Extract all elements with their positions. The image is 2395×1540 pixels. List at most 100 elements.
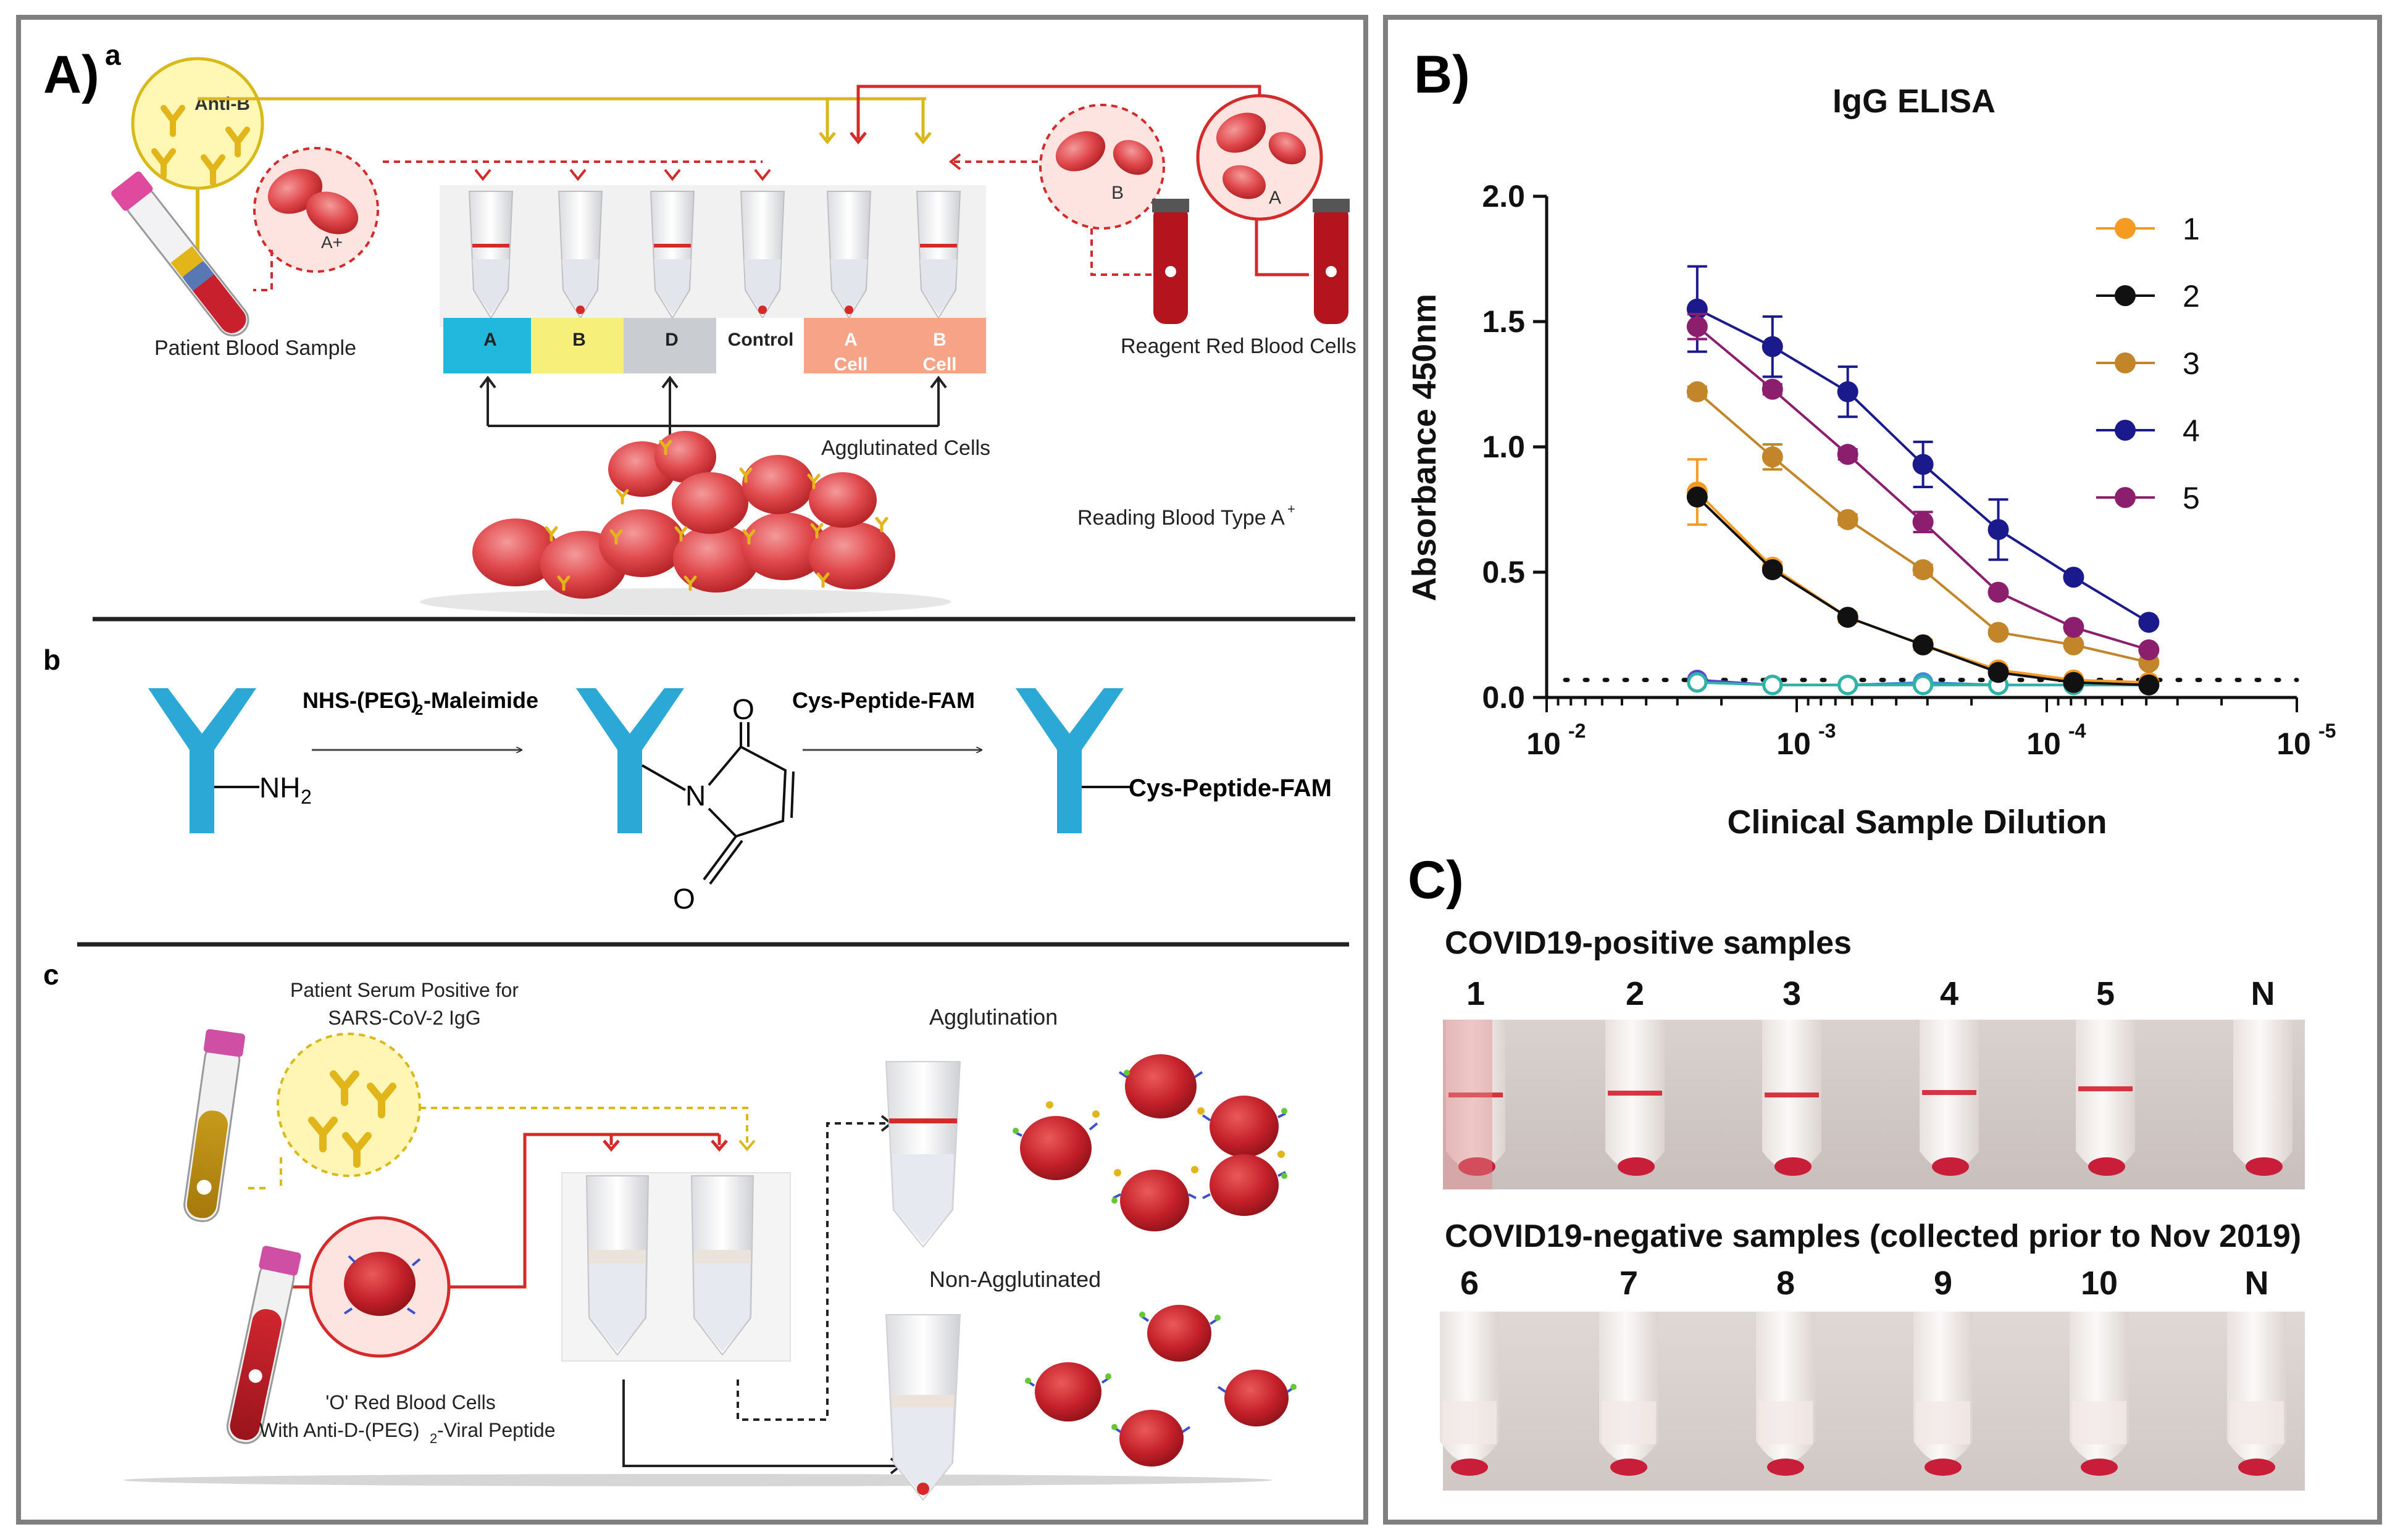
non-agglutinated-cells-c: [1025, 1305, 1297, 1467]
cell-pellet: [1925, 1459, 1962, 1476]
reagent-a-circle: A: [1196, 94, 1323, 277]
data-point-4: [1837, 381, 1858, 402]
o-cells-label-line2: With Anti-D-(PEG): [259, 1419, 420, 1441]
reagent1-suffix: -Maleimide: [424, 688, 538, 713]
reagent2-label: Cys-Peptide-FAM: [792, 688, 975, 713]
negative-data-point: [1762, 675, 1783, 696]
negative-samples-title: COVID19-negative samples (collected prio…: [1445, 1218, 2301, 1254]
mid-tube-1: [585, 1175, 650, 1356]
negative-data-point: [1837, 675, 1858, 696]
tube-b: [558, 191, 603, 319]
data-point-3: [1837, 509, 1858, 530]
reading-label: Reading Blood Type A: [1077, 506, 1285, 530]
antibody-icon: [308, 1070, 396, 1168]
negative-sample-number: N: [2245, 1265, 2269, 1302]
data-point-5: [1837, 444, 1858, 465]
legend-marker: [2115, 487, 2136, 508]
panel-b-small-letter: b: [43, 644, 61, 676]
positive-sample-tube: [2233, 1020, 2293, 1172]
agglutination-band: [1608, 1091, 1662, 1096]
panel-c-small-letter: c: [43, 959, 59, 991]
mid-tube-2: [690, 1175, 754, 1356]
cell-pellet: [2246, 1157, 2283, 1176]
panel-c-letter: C): [1408, 851, 1464, 910]
reagent1-subscript: 2: [415, 702, 423, 718]
right-panel-frame: [1383, 15, 2382, 1525]
a-plus-label: A+: [321, 233, 343, 252]
legend-label: 4: [2183, 414, 2200, 448]
y-tick-label: 1.0: [1482, 430, 1525, 464]
x-tick-label-exponent: -3: [1818, 720, 1836, 742]
tube-d: [650, 191, 695, 319]
data-point-5: [1987, 581, 2009, 603]
agglutinated-cells-c: [1013, 1054, 1287, 1231]
serum-layer: [1602, 1401, 1656, 1444]
negative-data-point: [1913, 675, 1934, 696]
legend-label: 1: [2183, 212, 2200, 246]
negative-sample-number: 10: [2081, 1265, 2118, 1302]
o-atom-label-1: O: [732, 693, 754, 725]
agglutination-band: [2078, 1086, 2133, 1091]
positive-samples-title: COVID19-positive samples: [1445, 925, 1852, 961]
x-tick-label: 10: [1776, 726, 1811, 761]
tube-label-a-cell: A: [844, 330, 858, 350]
tube-label-b: B: [572, 330, 586, 350]
tube-a: [468, 191, 514, 319]
agglutination-band: [1922, 1090, 1976, 1095]
negative-sample-number: 7: [1620, 1265, 1638, 1302]
non-agglutinated-label: Non-Agglutinated: [929, 1267, 1101, 1292]
data-point-2: [1912, 634, 1934, 656]
positive-sample-number: 3: [1783, 975, 1801, 1012]
product-label: Cys-Peptide-FAM: [1129, 775, 1332, 802]
anti-b-circle: Anti-B: [131, 57, 264, 265]
x-tick-label: 10: [2026, 726, 2061, 761]
y-tick-label: 0.5: [1482, 555, 1525, 589]
cell-pellet: [1618, 1157, 1655, 1176]
cell-pellet: [2238, 1459, 2275, 1476]
data-point-2: [1837, 607, 1858, 628]
data-point-5: [1686, 316, 1708, 338]
tube-row: [468, 191, 961, 319]
positive-sample-number: 2: [1626, 975, 1644, 1012]
reading-label-superscript: +: [1287, 501, 1295, 517]
negative-sample-number: 6: [1460, 1265, 1479, 1302]
data-point-3: [2063, 634, 2084, 656]
negative-sample-number: 9: [1934, 1265, 1952, 1302]
o-cells-label-line1: 'O' Red Blood Cells: [325, 1391, 495, 1413]
x-tick-label: 10: [1526, 726, 1561, 761]
agglutination-band: [1448, 1093, 1503, 1097]
legend-label: 5: [2183, 481, 2200, 515]
photo-left-tint: [1443, 1020, 1492, 1189]
serum-label-line2: SARS-CoV-2 IgG: [328, 1007, 480, 1029]
panel-a-b: b NH 2 NHS-(PEG) 2 -Maleimide: [43, 644, 1332, 915]
tube-label-b-cell: B: [933, 330, 947, 350]
serum-layer: [1916, 1401, 1970, 1444]
negative-data-point: [1687, 672, 1708, 693]
positive-sample-number: 4: [1940, 975, 1958, 1012]
tube-label-strip: A B D Control A Cell B Cell: [443, 318, 986, 375]
data-point-5: [2063, 617, 2084, 638]
tube-label-b-cell-word: Cell: [922, 354, 956, 375]
data-point-4: [2063, 567, 2084, 588]
x-tick-label-exponent: -2: [1568, 720, 1586, 742]
positive-sample-tube: [1920, 1020, 1979, 1172]
non-agglutinated-tube: [885, 1314, 961, 1501]
legend-marker: [2115, 285, 2136, 306]
n-atom-label: N: [685, 780, 706, 812]
antibody-icon: [148, 688, 256, 833]
reagent-b-circle: B: [948, 104, 1165, 276]
positive-sample-number: N: [2251, 975, 2275, 1012]
cell-pellet: [1458, 1157, 1495, 1176]
cell-pellet: [1610, 1459, 1647, 1476]
o-cell-circle: [309, 1216, 451, 1358]
data-point-4: [2138, 612, 2160, 633]
data-point-2: [1686, 486, 1708, 508]
antibody-icon: [1016, 688, 1124, 833]
data-point-2: [2138, 674, 2160, 696]
x-tick-label: 10: [2276, 726, 2311, 761]
data-point-2: [1987, 662, 2009, 683]
panel-a: A) a Anti-B A+: [43, 39, 1356, 615]
agglutination-band: [1765, 1093, 1819, 1097]
legend-marker: [2115, 420, 2136, 441]
tube-label-a-cell-word: Cell: [834, 354, 867, 375]
